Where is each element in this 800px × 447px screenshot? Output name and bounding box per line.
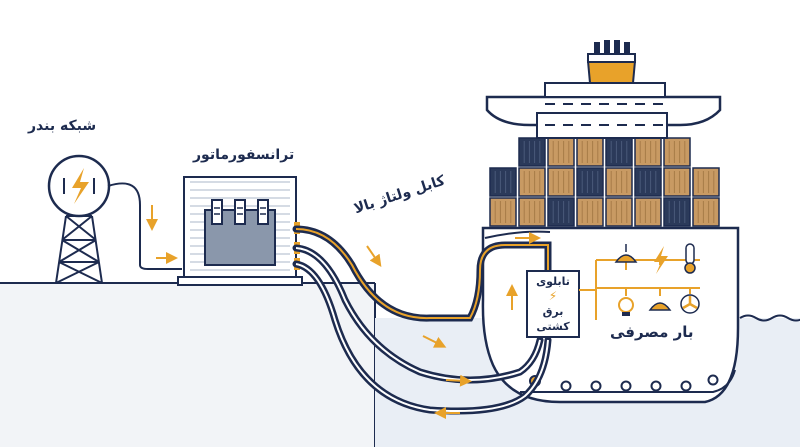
lightning-icon bbox=[72, 168, 89, 204]
high-voltage-cable bbox=[292, 225, 552, 415]
load-label: بار مصرفی bbox=[610, 323, 694, 341]
container bbox=[576, 167, 604, 197]
arrow-icon bbox=[366, 245, 382, 267]
container bbox=[605, 197, 633, 227]
container bbox=[489, 197, 517, 227]
porthole bbox=[707, 374, 719, 386]
ship-power-panel bbox=[526, 270, 580, 338]
ship-bridge bbox=[485, 40, 722, 139]
porthole bbox=[590, 380, 602, 392]
land bbox=[0, 283, 375, 447]
arrow-icon bbox=[422, 335, 447, 348]
lightning-icon bbox=[654, 246, 668, 274]
container bbox=[547, 167, 575, 197]
container bbox=[663, 137, 691, 167]
container bbox=[547, 137, 575, 167]
panel-label: تابلوی ⚡ برق کشتی bbox=[527, 274, 579, 334]
container bbox=[518, 137, 546, 167]
container-stack bbox=[489, 137, 720, 227]
container bbox=[663, 167, 691, 197]
hull-bottom-band bbox=[520, 369, 736, 393]
lamp-icon bbox=[648, 302, 672, 311]
porthole bbox=[680, 380, 692, 392]
container bbox=[518, 167, 546, 197]
porthole bbox=[560, 380, 572, 392]
arrow-icon bbox=[445, 374, 472, 387]
panel-label-line3: کشتی bbox=[536, 320, 570, 333]
container bbox=[634, 197, 662, 227]
lightning-icon: ⚡ bbox=[548, 289, 558, 303]
transformer-label: ترانسفورماتور bbox=[193, 147, 295, 163]
grid-tower bbox=[47, 154, 111, 284]
ship bbox=[481, 226, 740, 404]
container bbox=[634, 137, 662, 167]
container bbox=[518, 197, 546, 227]
container bbox=[605, 137, 633, 167]
container bbox=[692, 197, 720, 227]
container bbox=[692, 167, 720, 197]
container bbox=[634, 167, 662, 197]
container bbox=[547, 197, 575, 227]
container bbox=[605, 167, 633, 197]
lamp-icon bbox=[614, 244, 638, 263]
porthole bbox=[650, 380, 662, 392]
ship-funnel bbox=[586, 60, 637, 84]
container bbox=[663, 197, 691, 227]
fan-icon bbox=[680, 294, 700, 314]
panel-label-line1: تابلوی bbox=[536, 275, 570, 288]
container bbox=[576, 137, 604, 167]
thermometer-icon bbox=[684, 243, 696, 274]
bulb-icon bbox=[618, 297, 634, 316]
transformer bbox=[177, 176, 303, 286]
ship-hull bbox=[481, 226, 740, 404]
container bbox=[489, 167, 517, 197]
container bbox=[576, 197, 604, 227]
grid-wire bbox=[107, 182, 182, 270]
grid-label: شبکه بندر bbox=[28, 118, 97, 134]
sea-wave bbox=[739, 314, 800, 322]
porthole bbox=[620, 380, 632, 392]
panel-label-line2: برق bbox=[542, 305, 564, 318]
